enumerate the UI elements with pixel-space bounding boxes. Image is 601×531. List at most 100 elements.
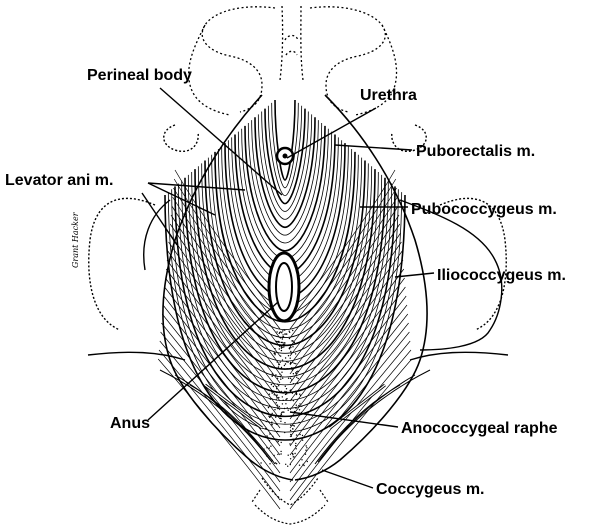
raphe-dot (269, 463, 270, 464)
raphe-dot (282, 342, 283, 343)
raphe-dot (293, 383, 294, 384)
raphe-dot (280, 421, 281, 422)
raphe-dot (276, 331, 277, 332)
raphe-dot (272, 392, 273, 393)
raphe-dot (274, 394, 275, 395)
raphe-dot (273, 455, 274, 456)
label-anococcygeal-raphe: Anococcygeal raphe (401, 420, 558, 437)
raphe-dot (273, 386, 274, 387)
raphe-dot (271, 384, 272, 385)
raphe-dot (279, 332, 280, 333)
raphe-dot (268, 416, 269, 417)
raphe-dot (306, 445, 307, 446)
raphe-dot (282, 336, 283, 337)
raphe-dot (284, 333, 285, 334)
raphe-dot (277, 384, 278, 385)
raphe-dot (276, 386, 277, 387)
raphe-dot (290, 389, 291, 390)
raphe-dot (275, 417, 276, 418)
raphe-dot (272, 413, 273, 414)
raphe-dot (287, 362, 288, 363)
raphe-dot (295, 353, 296, 354)
raphe-dot (291, 367, 292, 368)
raphe-dot (269, 394, 270, 395)
raphe-dot (279, 406, 280, 407)
raphe-dot (306, 447, 307, 448)
raphe-dot (290, 378, 291, 379)
muscle-fiber (290, 269, 404, 419)
raphe-dot (299, 409, 300, 410)
raphe-dot (282, 392, 283, 393)
raphe-dot (272, 436, 273, 437)
muscle-fiber (245, 126, 325, 251)
raphe-dot (282, 415, 283, 416)
raphe-dot (266, 435, 267, 436)
raphe-dot (299, 434, 300, 435)
raphe-dot (281, 350, 282, 351)
raphe-dot (297, 418, 298, 419)
raphe-dot (290, 464, 291, 465)
raphe-dot (287, 466, 288, 467)
raphe-dot (289, 338, 290, 339)
raphe-dot (296, 392, 297, 393)
raphe-dot (294, 425, 295, 426)
raphe-dot (277, 431, 278, 432)
raphe-dot (279, 374, 280, 375)
raphe-dot (270, 446, 271, 447)
svg-text:Grant Hacker: Grant Hacker (71, 211, 80, 268)
muscle-fiber (166, 269, 280, 419)
raphe-dot (278, 366, 279, 367)
raphe-dot (280, 451, 281, 452)
raphe-dot (293, 456, 294, 457)
raphe-dot (270, 415, 271, 416)
raphe-dot (277, 454, 278, 455)
raphe-dot (281, 391, 282, 392)
label-perineal-body: Perineal body (87, 67, 192, 84)
raphe-dot (305, 450, 306, 451)
raphe-dot (276, 402, 277, 403)
raphe-dot (277, 361, 278, 362)
raphe-dot (278, 364, 279, 365)
raphe-dot (281, 442, 282, 443)
anus-opening (269, 253, 299, 321)
raphe-dot (269, 447, 270, 448)
raphe-dot (276, 341, 277, 342)
raphe-dot (291, 379, 292, 380)
raphe-dot (303, 465, 304, 466)
raphe-dot (276, 397, 277, 398)
label-iliococcygeus: Iliococcygeus m. (437, 267, 566, 284)
raphe-dot (269, 405, 270, 406)
raphe-dot (276, 424, 277, 425)
raphe-dot (274, 348, 275, 349)
raphe-dot (280, 362, 281, 363)
raphe-dot (305, 454, 306, 455)
label-levator-ani: Levator ani m. (5, 172, 113, 189)
raphe-dot (300, 395, 301, 396)
raphe-dot (274, 353, 275, 354)
raphe-dot (280, 376, 281, 377)
raphe-dot (283, 344, 284, 345)
raphe-dot (288, 455, 289, 456)
raphe-dot (280, 337, 281, 338)
raphe-dot (282, 347, 283, 348)
raphe-dot (285, 403, 286, 404)
muscle-fiber (165, 287, 280, 437)
raphe-dot (298, 405, 299, 406)
raphe-dot (290, 458, 291, 459)
raphe-dot (287, 368, 288, 369)
raphe-dot (285, 386, 286, 387)
raphe-dot (281, 375, 282, 376)
raphe-dot (288, 378, 289, 379)
raphe-dot (279, 341, 280, 342)
raphe-dot (284, 329, 285, 330)
raphe-dot (279, 348, 280, 349)
raphe-dot (280, 415, 281, 416)
raphe-dot (296, 367, 297, 368)
raphe-dot (290, 351, 291, 352)
raphe-dot (276, 388, 277, 389)
raphe-dot (290, 347, 291, 348)
raphe-dot (296, 373, 297, 374)
raphe-dot (298, 422, 299, 423)
raphe-dot (274, 409, 275, 410)
